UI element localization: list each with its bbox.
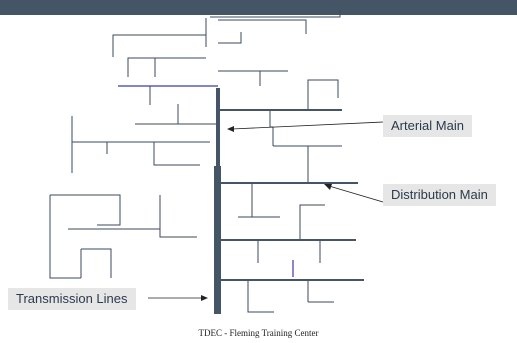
accent-pipes [118,85,294,277]
callout-arrows [148,121,384,301]
transmission-line-pipe [214,166,221,314]
arterial-main-pipe [216,88,220,166]
distribution-pipes [218,109,364,281]
transmission-lines-label: Transmission Lines [8,288,136,310]
header-bar [0,0,517,15]
branch-pipes [49,10,342,313]
arterial-main-label: Arterial Main [383,115,472,137]
distribution-main-label: Distribution Main [383,184,496,206]
footer-text: TDEC - Fleming Training Center [198,328,319,338]
